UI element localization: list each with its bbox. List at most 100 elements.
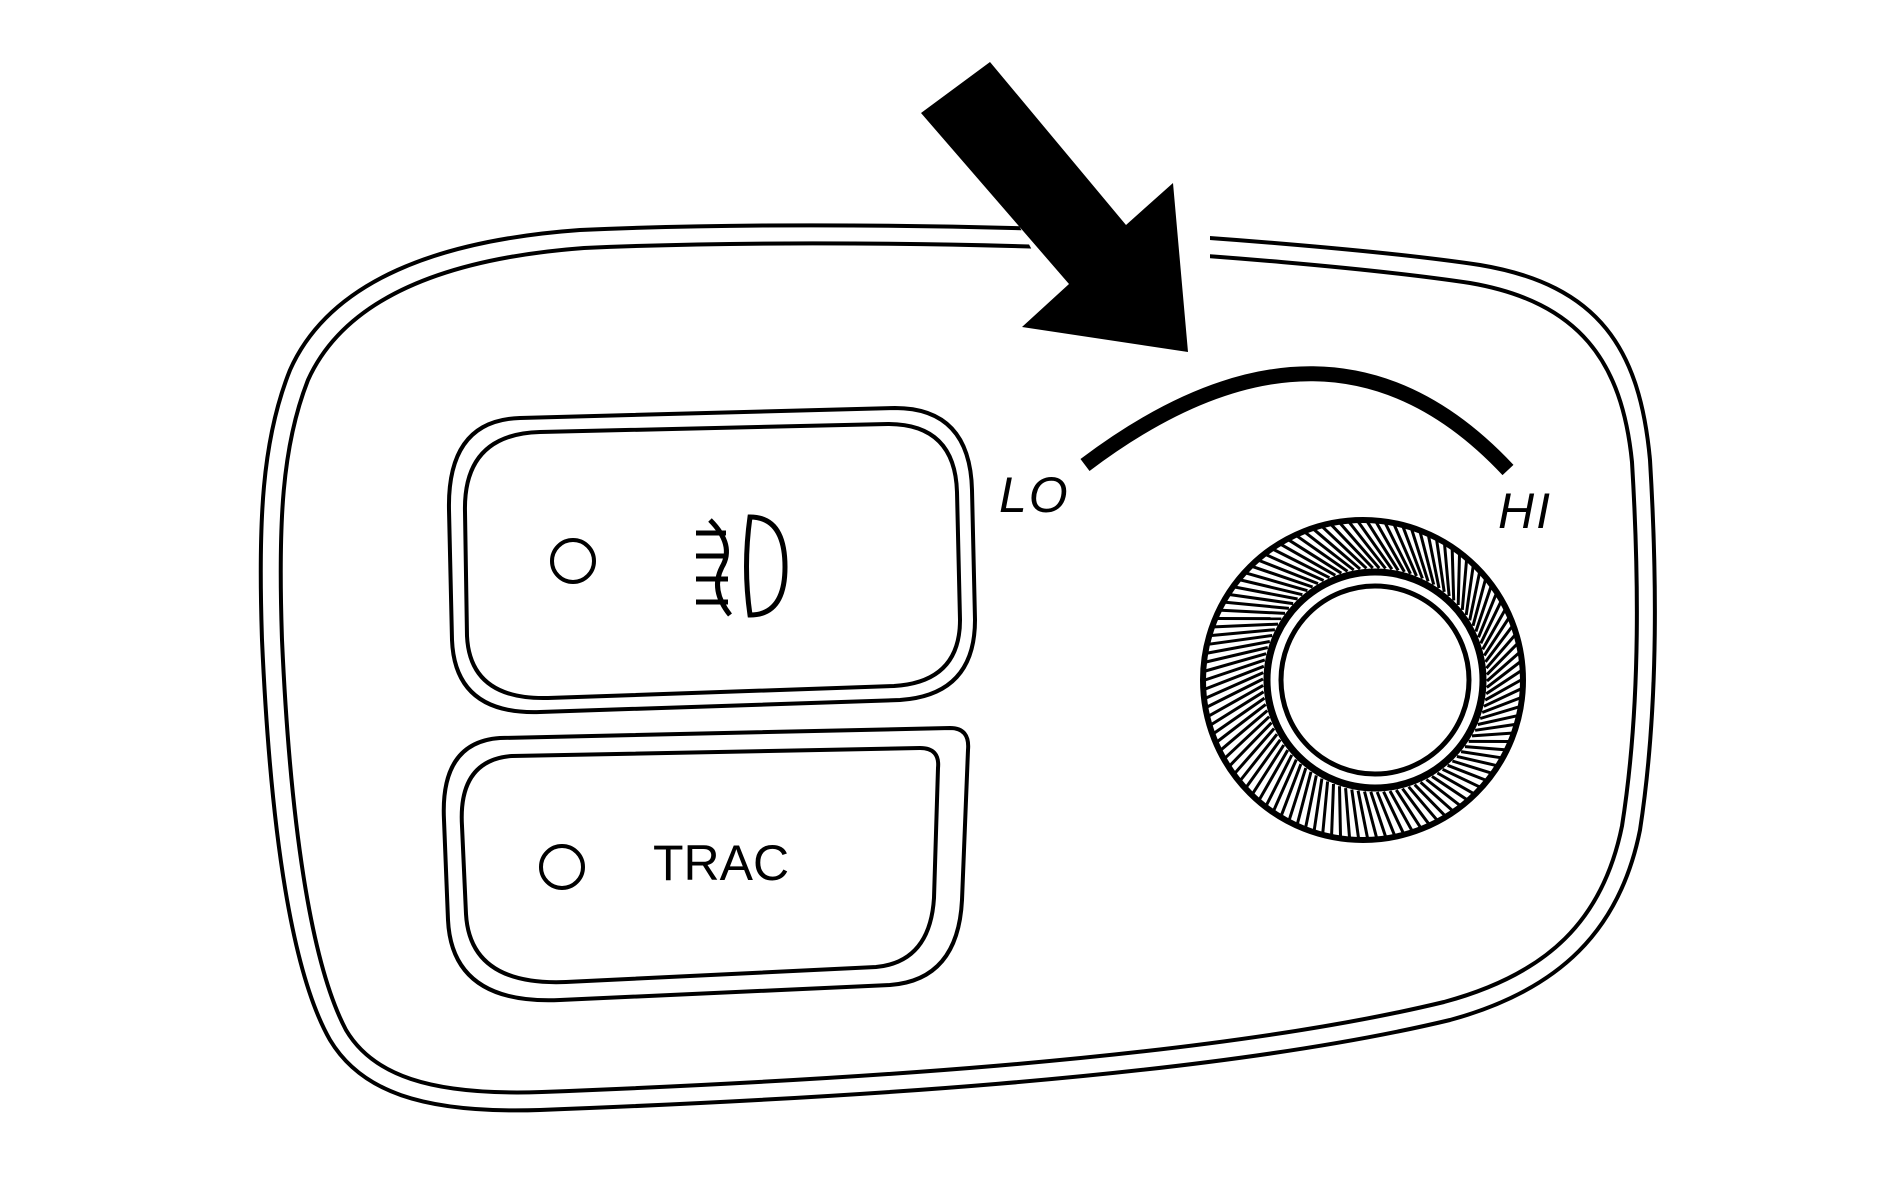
knurl-ridge <box>1464 566 1475 616</box>
knurl-ridge <box>1369 791 1387 837</box>
knurl-ridge <box>1481 696 1521 714</box>
knurl-ridge <box>1211 628 1276 637</box>
knurl-ridge <box>1350 789 1360 839</box>
knurl-ridge <box>1220 709 1269 751</box>
knurl-ridge <box>1304 775 1318 828</box>
trac-button[interactable] <box>441 725 971 1003</box>
knurl-ridge <box>1321 781 1330 833</box>
knurl-ridge <box>1258 749 1290 801</box>
knurl-ridge <box>1205 646 1269 664</box>
knurl-ridge <box>1240 578 1303 597</box>
knurl-ridge <box>1204 664 1265 691</box>
knurl-ridge <box>1246 571 1308 593</box>
dimmer-thumbwheel[interactable] <box>1200 517 1526 843</box>
scale-label-hi: HI <box>1498 483 1552 539</box>
knurl-ridge <box>1384 522 1412 575</box>
knurl-ridge <box>1427 536 1441 589</box>
knurl-ridge <box>1205 671 1264 700</box>
knurl-ridge <box>1288 539 1343 575</box>
knurl-ridge <box>1252 565 1314 589</box>
thumbwheel-hub-inner <box>1278 583 1472 777</box>
knurl-ridge <box>1456 754 1497 767</box>
thumbwheel-knurling <box>1204 521 1522 839</box>
knurl-ridge <box>1234 585 1298 601</box>
knurl-ridge <box>1418 532 1436 585</box>
knurl-ridge <box>1483 617 1510 657</box>
knurl-ridge <box>1366 521 1400 572</box>
trac-button-label: TRAC <box>653 835 789 891</box>
knurl-ridge <box>1330 524 1374 570</box>
knurl-ridge <box>1484 625 1513 663</box>
knurl-ridge <box>1436 771 1474 795</box>
indicator-light <box>550 538 596 584</box>
knurl-ridge <box>1451 759 1492 775</box>
knurl-ridge <box>1363 791 1378 838</box>
knurl-ridge <box>1471 731 1512 738</box>
knurl-ridge <box>1460 750 1501 760</box>
knurl-ridge <box>1474 723 1515 732</box>
knurl-ridge <box>1401 787 1430 825</box>
knurl-ridge <box>1375 791 1396 836</box>
knurl-ridge <box>1450 549 1456 601</box>
fog-lamp-icon <box>696 514 788 618</box>
knurl-ridge <box>1344 787 1351 838</box>
knurl-ridge <box>1375 521 1406 573</box>
knurl-ridge <box>1443 544 1451 597</box>
knurl-ridge <box>1485 634 1516 670</box>
thumbwheel-outer-ring <box>1200 517 1526 843</box>
knurl-ridge <box>1224 715 1271 759</box>
knurl-ridge <box>1213 696 1266 735</box>
indicator-light <box>539 844 585 890</box>
knurl-ridge <box>1258 559 1319 585</box>
knurl-ridge <box>1460 560 1468 611</box>
knurl-ridge <box>1485 643 1518 676</box>
knurl-ridge <box>1477 594 1498 638</box>
knurl-ridge <box>1295 771 1313 825</box>
knurl-ridge <box>1471 579 1487 627</box>
knurl-ridge <box>1207 640 1271 655</box>
knurl-ridge <box>1234 727 1276 774</box>
knurl-ridge <box>1239 733 1279 781</box>
knurl-ridge <box>1395 789 1422 829</box>
dimmer-scale-arc <box>1080 366 1514 476</box>
knurl-ridge <box>1382 791 1405 834</box>
arrow-pointer-icon <box>921 62 1188 352</box>
knurl-ridge <box>1388 790 1414 832</box>
knurl-ridge <box>1479 705 1520 720</box>
knurl-ridge <box>1229 593 1294 606</box>
knurl-ridge <box>1447 763 1486 782</box>
knurl-ridge <box>1208 634 1273 646</box>
knurl-ridge <box>1204 658 1266 682</box>
fog-lamp-button[interactable] <box>446 405 978 715</box>
knurl-ridge <box>1225 600 1290 610</box>
knurl-ridge <box>1474 586 1493 632</box>
knurl-ridge <box>1279 763 1303 816</box>
knurl-ridge <box>1251 744 1286 795</box>
knurl-ridge <box>1401 526 1424 580</box>
knurl-ridge <box>1265 553 1325 582</box>
knurl-ridge <box>1425 778 1461 807</box>
trac-button-outer <box>441 725 971 1003</box>
knurl-ridge <box>1357 521 1394 571</box>
knurl-ridge <box>1468 572 1481 621</box>
knurl-ridge <box>1485 660 1521 689</box>
knurl-ridge <box>1265 754 1294 806</box>
knurl-ridge <box>1206 677 1264 709</box>
knurl-ridge <box>1204 652 1267 673</box>
knurl-ridge <box>1214 622 1279 629</box>
knurl-ridge <box>1272 758 1298 812</box>
knurl-ridge <box>1221 608 1286 615</box>
knurl-ridge <box>1485 669 1522 695</box>
knurl-ridge <box>1273 548 1331 580</box>
knurl-ridge <box>1477 714 1518 726</box>
knurl-ridge <box>1313 528 1361 571</box>
knurl-ridge <box>1348 521 1387 570</box>
fog-lamp-button-outer <box>446 405 978 715</box>
trac-button-inner <box>459 745 941 985</box>
knurl-ridge <box>1208 684 1264 718</box>
knurl-ridge <box>1210 690 1265 726</box>
knurl-ridge <box>1287 767 1308 821</box>
knurl-ridge <box>1483 687 1522 708</box>
fog-lamp-button-inner <box>462 421 963 701</box>
